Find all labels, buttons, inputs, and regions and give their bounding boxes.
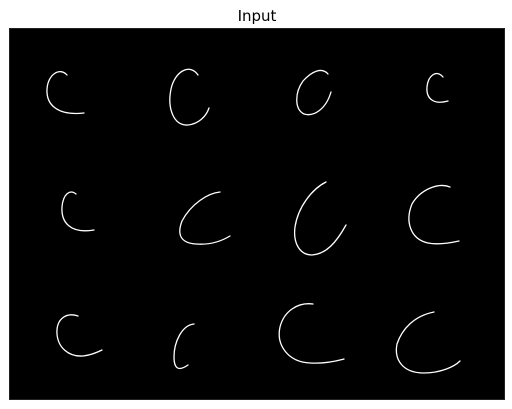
letter-c-grid xyxy=(46,68,461,374)
letter-c-glyph xyxy=(395,311,461,374)
figure-title: Input xyxy=(237,7,277,25)
letter-c-glyph xyxy=(426,72,449,103)
letter-c-glyph xyxy=(408,184,460,245)
input-image-panel xyxy=(9,28,505,400)
letter-c-glyph xyxy=(296,69,332,116)
letter-c-glyph xyxy=(173,323,195,370)
letter-c-glyph xyxy=(46,71,85,115)
letter-c-glyph xyxy=(179,191,231,245)
letter-c-glyph xyxy=(61,191,95,232)
letter-c-glyph xyxy=(56,314,103,357)
letter-c-glyph xyxy=(278,303,345,364)
letter-c-glyph xyxy=(293,181,347,256)
letter-c-glyph xyxy=(169,68,210,126)
